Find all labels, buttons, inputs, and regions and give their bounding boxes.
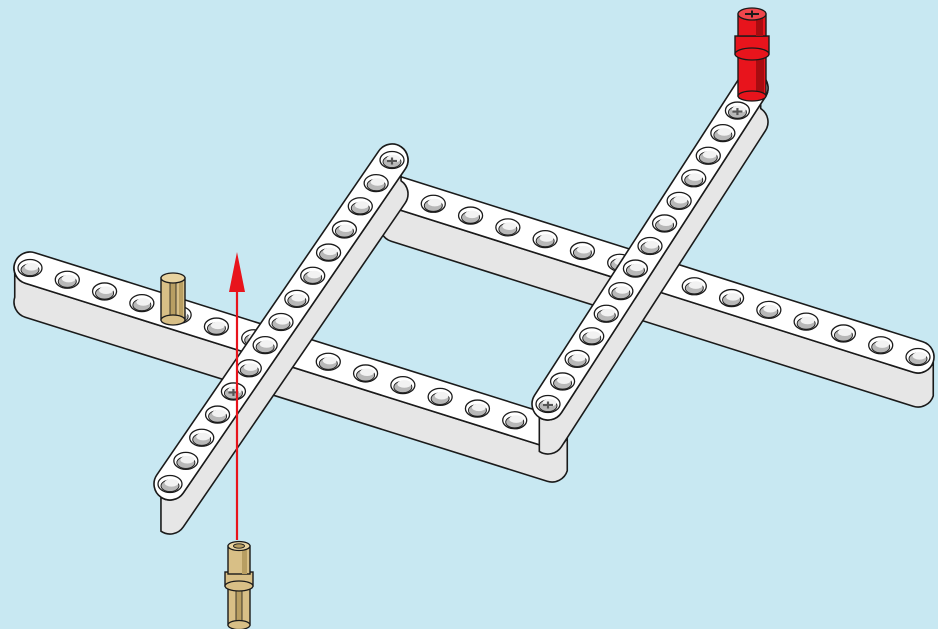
pin-axle-top <box>161 273 185 283</box>
beam-hole <box>174 452 198 469</box>
pin-barrel-hole <box>234 544 245 548</box>
beam-hole <box>204 318 228 335</box>
pin-axle-bottom <box>228 621 250 629</box>
beam-hole <box>317 244 341 261</box>
pin-axle-rib <box>170 278 176 320</box>
beam-hole <box>623 260 647 277</box>
beam-hole <box>682 170 706 187</box>
beam-hole <box>496 219 520 236</box>
beam-hole <box>869 337 893 354</box>
beam-hole <box>316 353 340 370</box>
beam-hole <box>269 314 293 331</box>
tan-axle-pin-inserting <box>225 542 253 629</box>
beam-hole <box>794 313 818 330</box>
beam-hole <box>638 238 662 255</box>
beam-hole <box>332 221 356 238</box>
beam-hole <box>55 271 79 288</box>
beam-hole <box>301 267 325 284</box>
beam-hole <box>130 295 154 312</box>
beam-hole <box>831 325 855 342</box>
beam-hole <box>206 406 230 423</box>
beam-hole <box>459 207 483 224</box>
beam-hole <box>421 195 445 212</box>
beam-hole <box>757 301 781 318</box>
beam-hole <box>570 242 594 259</box>
beam-hole <box>348 198 372 215</box>
beam-hole <box>720 290 744 307</box>
beam-hole <box>18 260 42 277</box>
beam-hole <box>533 231 557 248</box>
beam-hole <box>221 383 245 400</box>
beam-hole <box>594 305 618 322</box>
red-axle-pin <box>735 8 769 101</box>
beam-hole <box>158 476 182 493</box>
beam-hole <box>682 278 706 295</box>
beam-hole <box>380 152 404 169</box>
beam-hole <box>711 125 735 142</box>
beam-hole <box>364 175 388 192</box>
beam-hole <box>93 283 117 300</box>
beam-hole <box>428 388 452 405</box>
beam-hole <box>237 360 261 377</box>
beam-hole <box>503 412 527 429</box>
beam-hole <box>906 349 930 366</box>
pin-axle-base <box>161 315 185 325</box>
pin-axle-shade <box>179 278 183 320</box>
beam-hole <box>190 429 214 446</box>
beam-hole <box>253 337 277 354</box>
beam-hole <box>667 192 691 209</box>
beam-hole <box>725 102 749 119</box>
beam-hole <box>580 328 604 345</box>
beam-hole <box>285 290 309 307</box>
beam-hole <box>609 283 633 300</box>
pin-barrel-bottom <box>738 91 766 101</box>
beam-hole <box>536 396 560 413</box>
tan-axle-pin-placed <box>161 273 185 325</box>
beam-hole <box>565 350 589 367</box>
beam-hole <box>551 373 575 390</box>
beam-hole <box>391 377 415 394</box>
pin-collar-bottom <box>735 48 769 60</box>
beam-hole <box>354 365 378 382</box>
beam-hole <box>653 215 677 232</box>
pin-collar-bottom <box>225 581 253 591</box>
beam-hole <box>465 400 489 417</box>
beam-hole <box>696 147 720 164</box>
